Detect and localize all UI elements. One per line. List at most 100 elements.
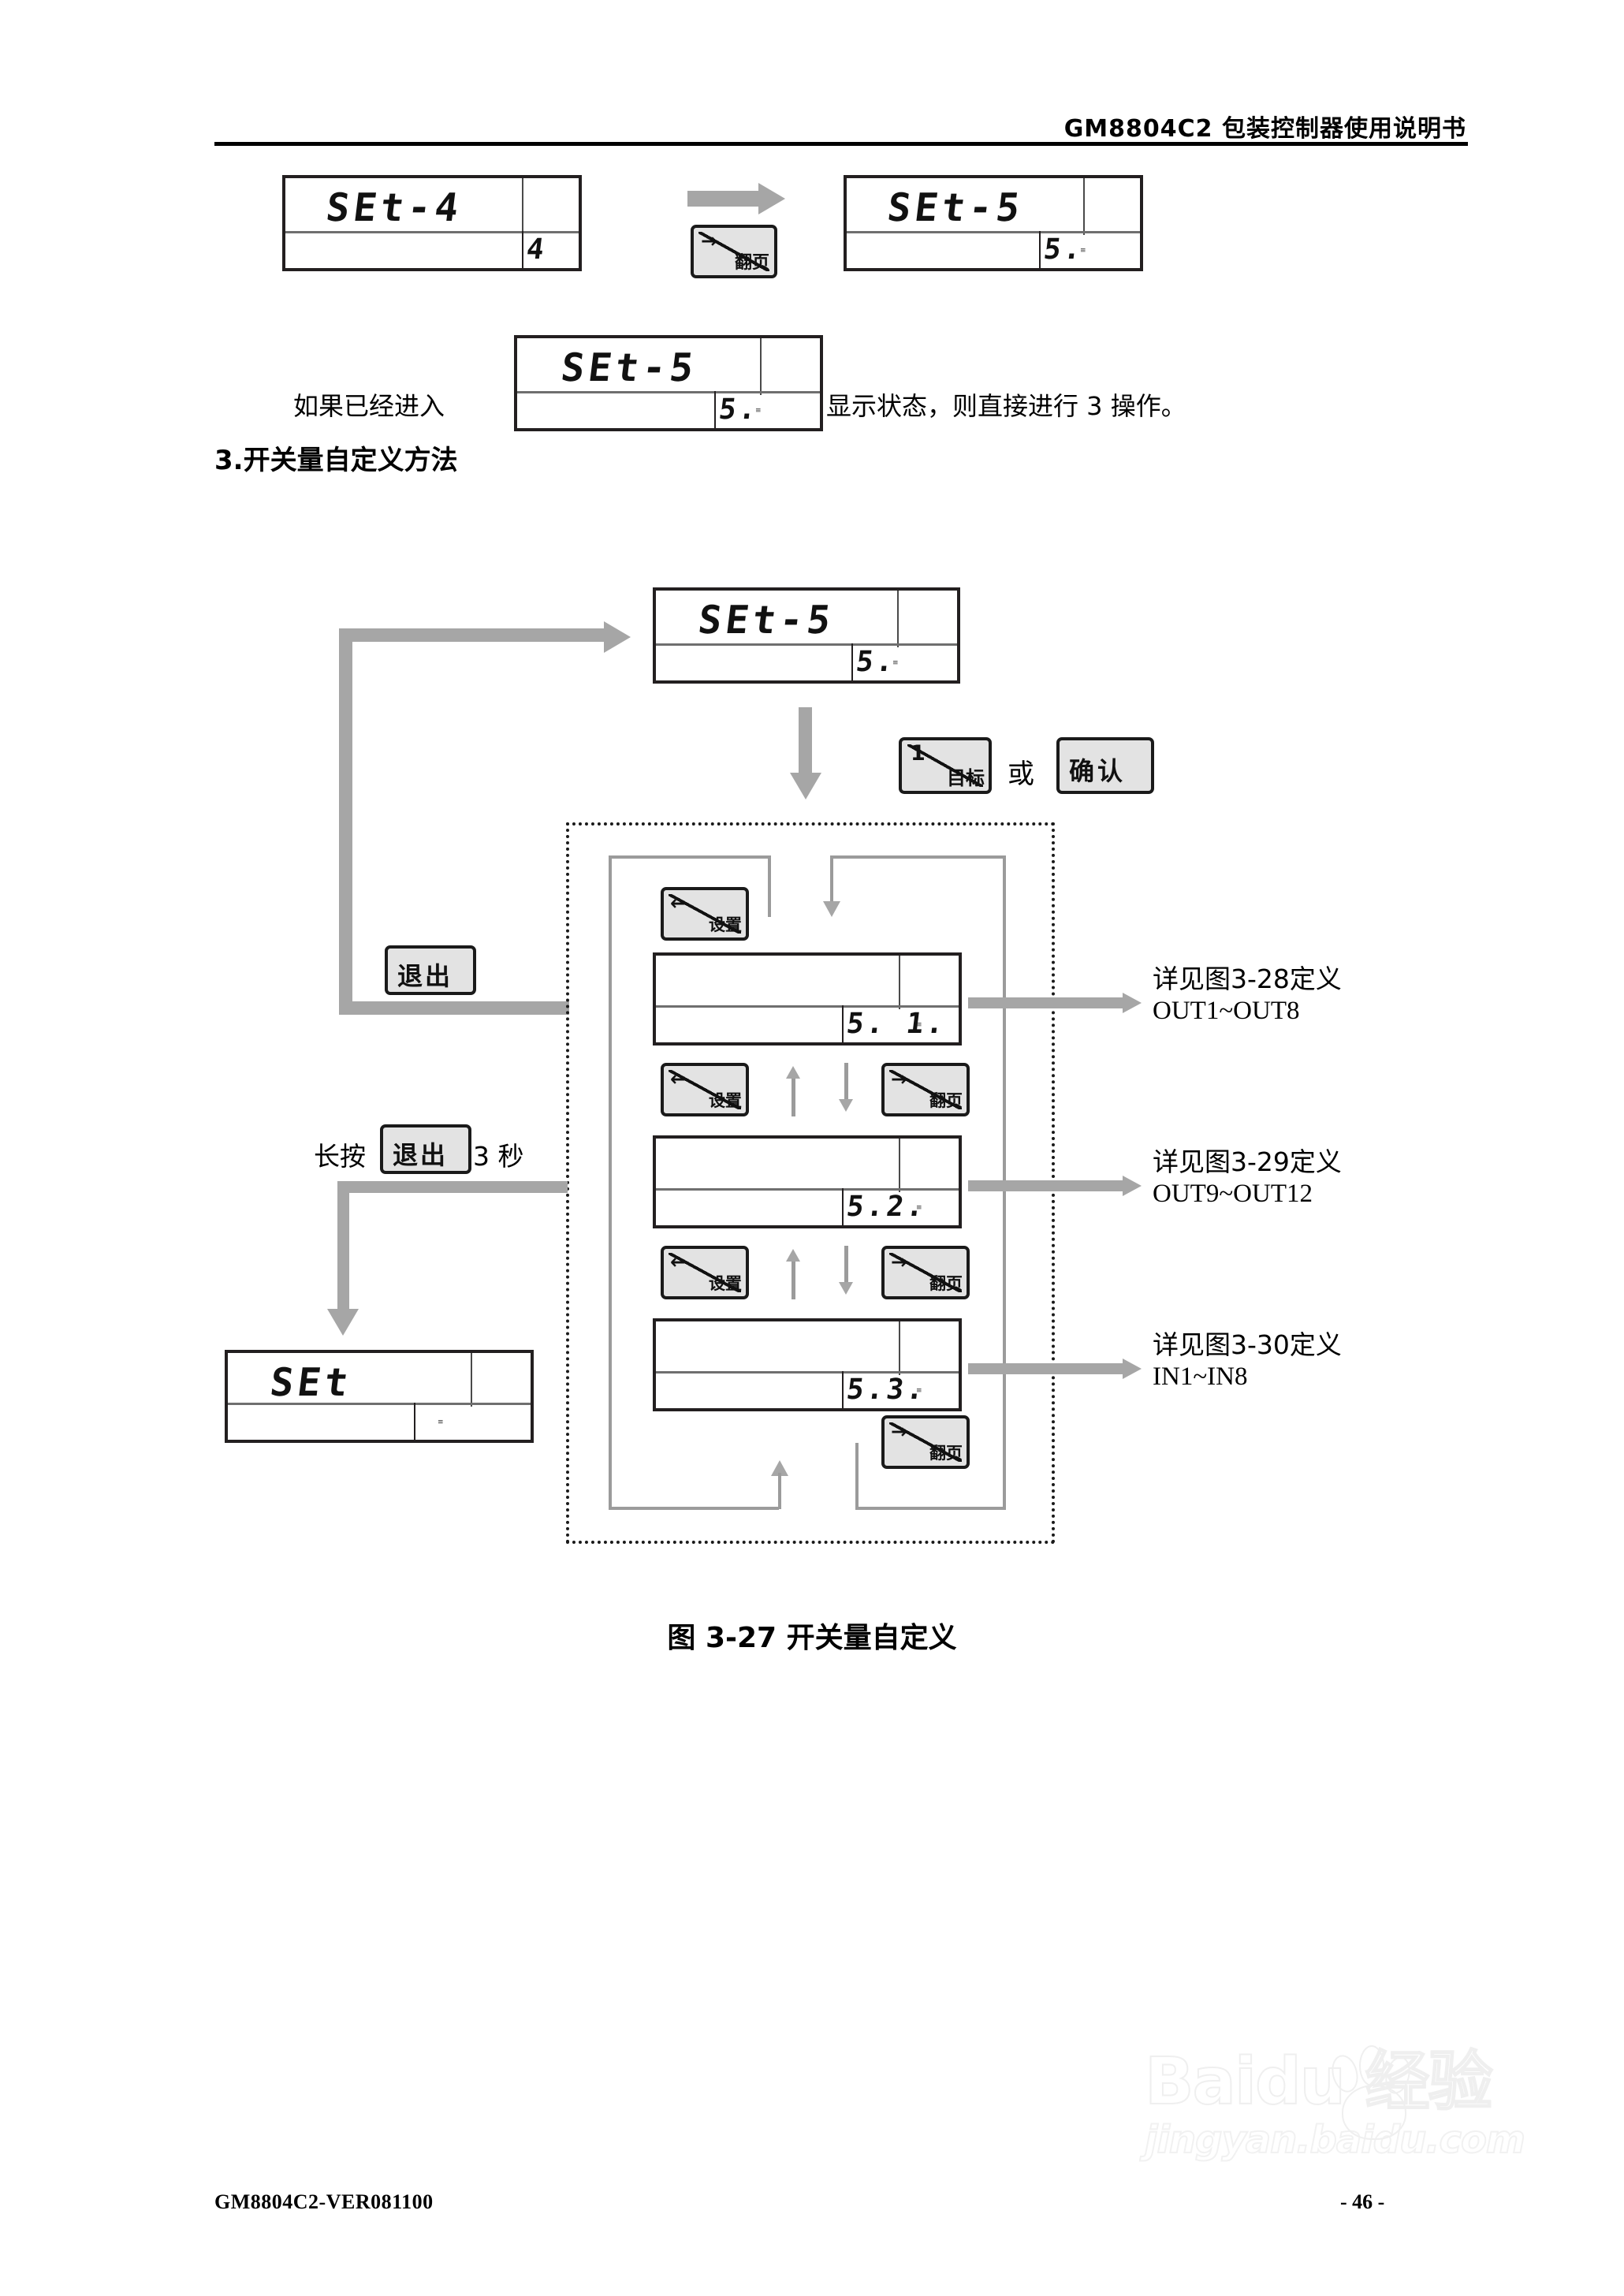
annot-arrow-shaft-3 [968, 1363, 1126, 1374]
display-units-marks: ≡ [916, 1204, 922, 1212]
display-divider [899, 956, 900, 1009]
display-sub-divider [842, 1371, 844, 1408]
page-header-title: GM8804C2 包装控制器使用说明书 [1063, 115, 1466, 143]
inner-rail-left [609, 855, 612, 1510]
inner-rail-right-top [830, 855, 1006, 859]
arrow-right-icon: → [891, 1420, 907, 1443]
loop-rail-vertical [339, 628, 352, 1015]
annot-arrow-shaft-2 [968, 1180, 1126, 1191]
key-exit-longpress[interactable]: 退出 [380, 1124, 471, 1174]
inner-rail-right-bottom [855, 1507, 1006, 1510]
display-units-marks: ≡ [916, 1021, 922, 1029]
arrow-left-icon: ← [670, 892, 687, 915]
inner-rail-left-arrowhead [771, 1460, 788, 1476]
display-main-row [656, 956, 959, 1009]
display-sub-row: 5. ≡ [517, 391, 820, 428]
annot-arrow-shaft-1 [968, 997, 1126, 1008]
updown-down-head-2 [839, 1282, 853, 1295]
key-exit-upper[interactable]: 退出 [385, 945, 476, 995]
key-label: 翻页 [929, 1444, 963, 1463]
display-main-value: SEt-5 [695, 598, 837, 643]
display-set5-top: SEt-5 5. ≡ [844, 175, 1143, 271]
display-divider [522, 178, 523, 235]
updown-up-shaft-1 [792, 1079, 795, 1116]
updown-down-shaft-2 [844, 1246, 848, 1284]
arrow-left-icon: ← [670, 1250, 687, 1273]
inner-rail-left-bottom [609, 1507, 779, 1510]
display-set4: SEt-4 4 [282, 175, 582, 271]
key-slash [889, 1069, 962, 1110]
display-sub-row: ≡ [228, 1403, 531, 1440]
display-flow-entry: SEt-5 5. ≡ [653, 587, 960, 684]
display-sub-value: 5. [717, 393, 762, 426]
inner-rail-right-stub [830, 855, 833, 904]
display-sub-row: 4 [285, 231, 579, 268]
display-main-row: SEt [228, 1353, 531, 1407]
entry-arrow-shaft [799, 707, 812, 780]
key-page-bottom[interactable]: → 翻页 [881, 1415, 970, 1469]
display-sub-divider [1039, 231, 1041, 268]
display-divider [1083, 178, 1085, 235]
key-slash [889, 1252, 962, 1293]
annotation-1-line1: 详见图3-28定义 [1153, 964, 1342, 994]
inner-rail-right-arrowhead [823, 901, 840, 917]
arrow-right-icon: → [701, 229, 717, 252]
display-sub-row: 5.3. ≡ [656, 1371, 959, 1408]
annotation-3: 详见图3-30定义 IN1~IN8 [1153, 1329, 1342, 1393]
display-sub-value: 5. [1041, 233, 1086, 266]
display-main-row: SEt-5 [656, 591, 957, 647]
header-rule [214, 142, 1468, 146]
display-sub-value: 5. 1. [844, 1008, 948, 1040]
display-sub-divider [714, 391, 716, 428]
display-divider [760, 338, 762, 395]
display-sub-row: 5. ≡ [656, 643, 957, 680]
display-main-value: SEt-4 [323, 185, 465, 230]
footer-doc-code: GM8804C2-VER081100 [214, 2190, 434, 2213]
key-set-1[interactable]: ← 设置 [661, 887, 749, 941]
display-item-3: 5.3. ≡ [653, 1318, 962, 1411]
key-page-2[interactable]: → 翻页 [881, 1246, 970, 1299]
key-target[interactable]: 1 目标 [899, 737, 992, 794]
key-label: 翻页 [929, 1091, 963, 1110]
annot-arrow-head-3 [1123, 1359, 1142, 1379]
key-confirm[interactable]: 确认 [1056, 737, 1154, 794]
section-heading: 3.开关量自定义方法 [214, 445, 458, 476]
display-inline-set5: SEt-5 5. ≡ [514, 335, 823, 431]
display-main-row: SEt-5 [517, 338, 820, 395]
inner-rail-left-stub [768, 855, 771, 917]
key-slash [889, 1422, 962, 1463]
annotation-3-line1: 详见图3-30定义 [1153, 1329, 1342, 1360]
key-set-2[interactable]: ← 设置 [661, 1063, 749, 1116]
annotation-2: 详见图3-29定义 OUT9~OUT12 [1153, 1146, 1342, 1210]
display-main-row: SEt-4 [285, 178, 579, 235]
or-label: 或 [1008, 758, 1034, 790]
arrow-left-icon: ← [670, 1068, 687, 1090]
key-label: 退出 [397, 961, 453, 991]
flow-arrow-shaft [687, 191, 760, 207]
display-units-marks: ≡ [1080, 247, 1086, 255]
display-units-marks: ≡ [438, 1418, 444, 1426]
display-units-marks: ≡ [755, 407, 762, 415]
key-label: 确认 [1069, 756, 1127, 786]
key-set-3[interactable]: ← 设置 [661, 1246, 749, 1299]
annotation-1-line2: OUT1~OUT8 [1153, 997, 1300, 1026]
intro-sentence-before: 如果已经进入 [293, 391, 445, 421]
display-main-value: SEt-5 [885, 185, 1026, 230]
key-page-top[interactable]: → 翻页 [691, 225, 777, 278]
longpress-arrow-head [327, 1309, 359, 1336]
long-press-prefix: 长按 [314, 1141, 366, 1172]
inner-rail-left-top [609, 855, 771, 859]
long-press-suffix: 3 秒 [473, 1141, 524, 1172]
arrow-right-icon: → [891, 1250, 907, 1273]
display-sub-value: 4 [524, 233, 549, 266]
key-label: 设置 [709, 915, 742, 934]
key-label: 翻页 [734, 253, 769, 273]
loop-rail-bottom [339, 1001, 569, 1015]
key-slash [669, 1252, 741, 1293]
key-slash [907, 744, 984, 787]
key-page-1[interactable]: → 翻页 [881, 1063, 970, 1116]
inner-rail-left-bottom-stub [778, 1473, 781, 1509]
updown-down-shaft-1 [844, 1063, 848, 1101]
arrow-right-icon: → [891, 1068, 907, 1090]
